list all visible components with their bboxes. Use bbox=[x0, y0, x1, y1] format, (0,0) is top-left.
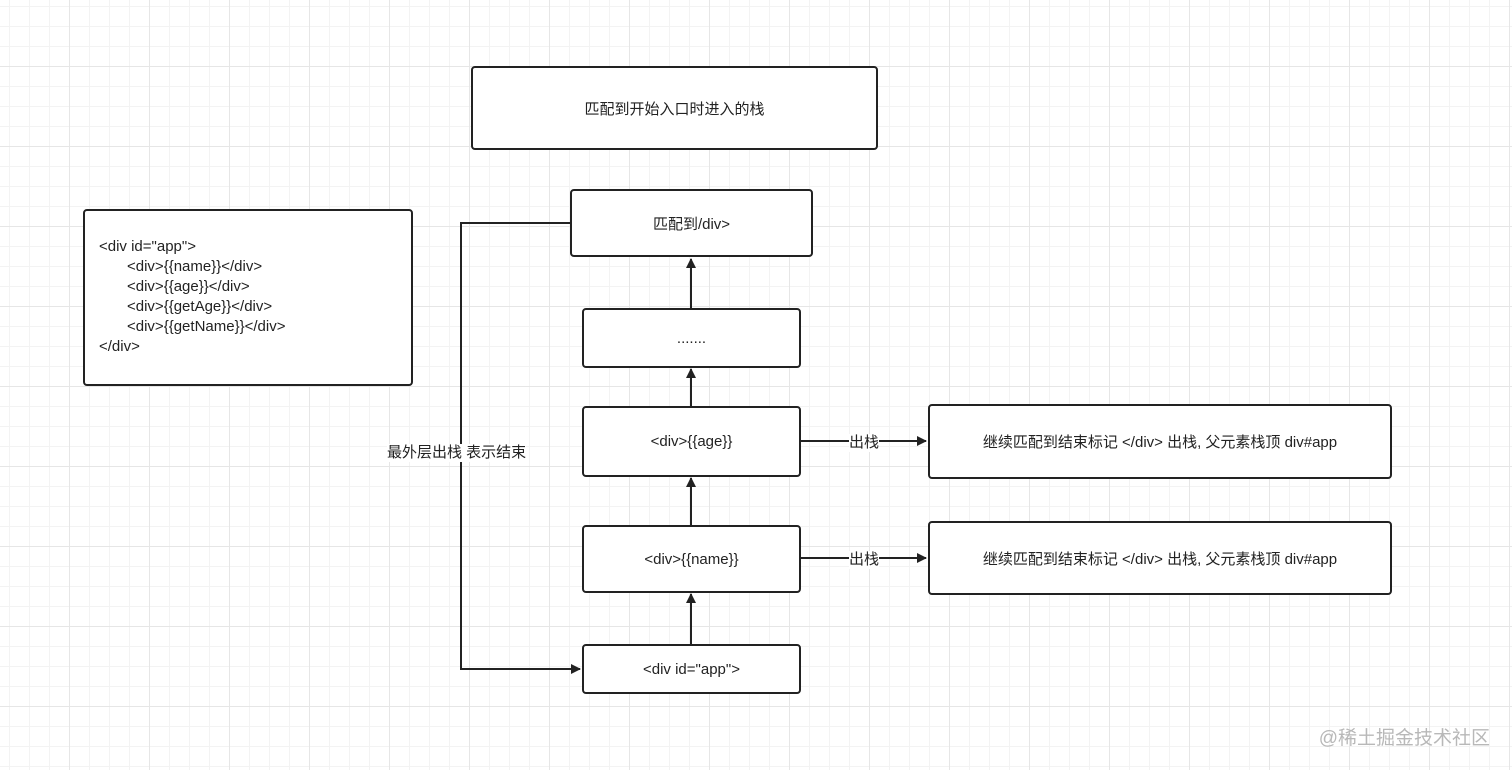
match-close-div-node: 匹配到/div> bbox=[570, 189, 813, 257]
div-age-node: <div>{{age}} bbox=[582, 406, 801, 477]
pop-label-age: 出栈 bbox=[849, 434, 880, 452]
source-code-block: <div id="app"> <div>{{name}}</div> <div>… bbox=[83, 209, 413, 386]
outer-pop-label: 最外层出栈 表示结束 bbox=[387, 444, 527, 462]
div-name-node: <div>{{name}} bbox=[582, 525, 801, 593]
entry-stack-node: 匹配到开始入口时进入的栈 bbox=[471, 66, 878, 150]
code-line: <div>{{name}}</div> bbox=[127, 258, 263, 275]
code-line: </div> bbox=[99, 338, 140, 355]
ellipsis-node: ....... bbox=[582, 308, 801, 368]
code-line: <div>{{getAge}}</div> bbox=[127, 298, 273, 315]
div-app-node: <div id="app"> bbox=[582, 644, 801, 694]
code-line: <div>{{age}}</div> bbox=[127, 278, 250, 295]
pop-label-name: 出栈 bbox=[849, 551, 880, 569]
code-line: <div>{{getName}}</div> bbox=[127, 318, 286, 335]
continue-match-node-2: 继续匹配到结束标记 </div> 出栈, 父元素栈顶 div#app bbox=[928, 521, 1392, 595]
watermark: @稀土掘金技术社区 bbox=[1318, 728, 1490, 749]
code-line: <div id="app"> bbox=[99, 238, 196, 255]
continue-match-node-1: 继续匹配到结束标记 </div> 出栈, 父元素栈顶 div#app bbox=[928, 404, 1392, 479]
